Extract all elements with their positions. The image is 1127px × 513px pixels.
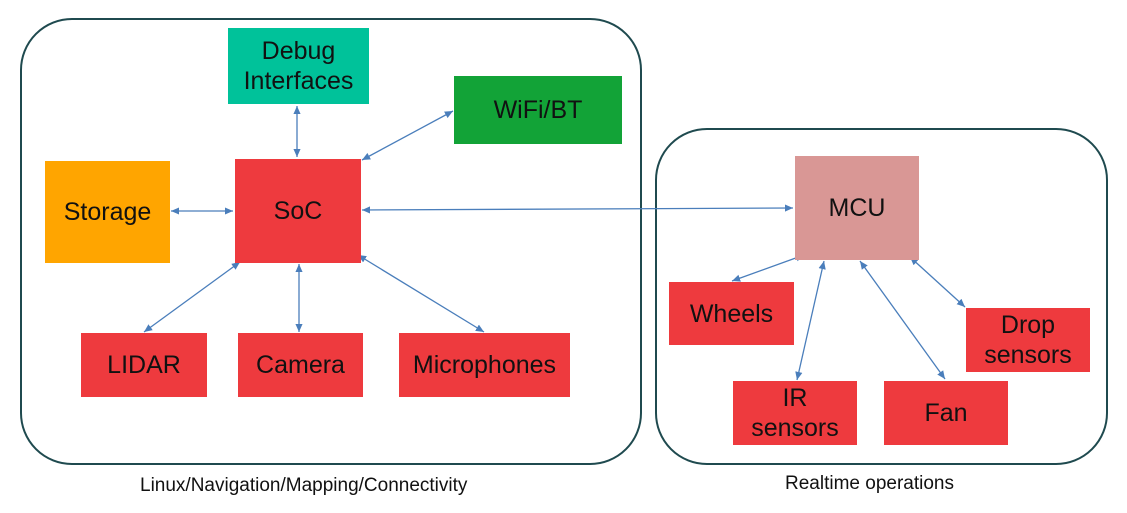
debug-interfaces-label: Debug Interfaces — [243, 37, 354, 95]
wifi-bt-label: WiFi/BT — [493, 96, 583, 124]
wheels-label: Wheels — [689, 299, 774, 328]
fan-block: Fan — [884, 381, 1008, 445]
mcu-label: MCU — [828, 194, 886, 222]
camera-label: Camera — [256, 351, 345, 379]
microphones-block: Microphones — [399, 333, 570, 397]
wheels-block: Wheels — [669, 282, 794, 345]
drop-sensors-block: Drop sensors — [966, 308, 1090, 372]
linux-group — [20, 18, 642, 465]
storage-block: Storage — [45, 161, 170, 263]
lidar-block: LIDAR — [81, 333, 207, 397]
wifi-bt-block: WiFi/BT — [454, 76, 622, 144]
camera-block: Camera — [238, 333, 363, 397]
lidar-label: LIDAR — [107, 351, 181, 379]
ir-sensors-block: IR sensors — [733, 381, 857, 445]
microphones-label: Microphones — [412, 351, 557, 379]
mcu-block: MCU — [795, 156, 919, 260]
soc-block: SoC — [235, 159, 361, 263]
fan-label: Fan — [924, 399, 968, 427]
storage-label: Storage — [63, 198, 152, 226]
realtime-group — [655, 128, 1108, 465]
realtime-group-caption: Realtime operations — [785, 473, 954, 494]
linux-group-caption: Linux/Navigation/Mapping/Connectivity — [140, 475, 468, 496]
soc-label: SoC — [273, 197, 323, 225]
drop-sensors-label: Drop sensors — [984, 311, 1072, 369]
ir-sensors-label: IR sensors — [751, 384, 839, 442]
debug-interfaces-block: Debug Interfaces — [228, 28, 369, 104]
